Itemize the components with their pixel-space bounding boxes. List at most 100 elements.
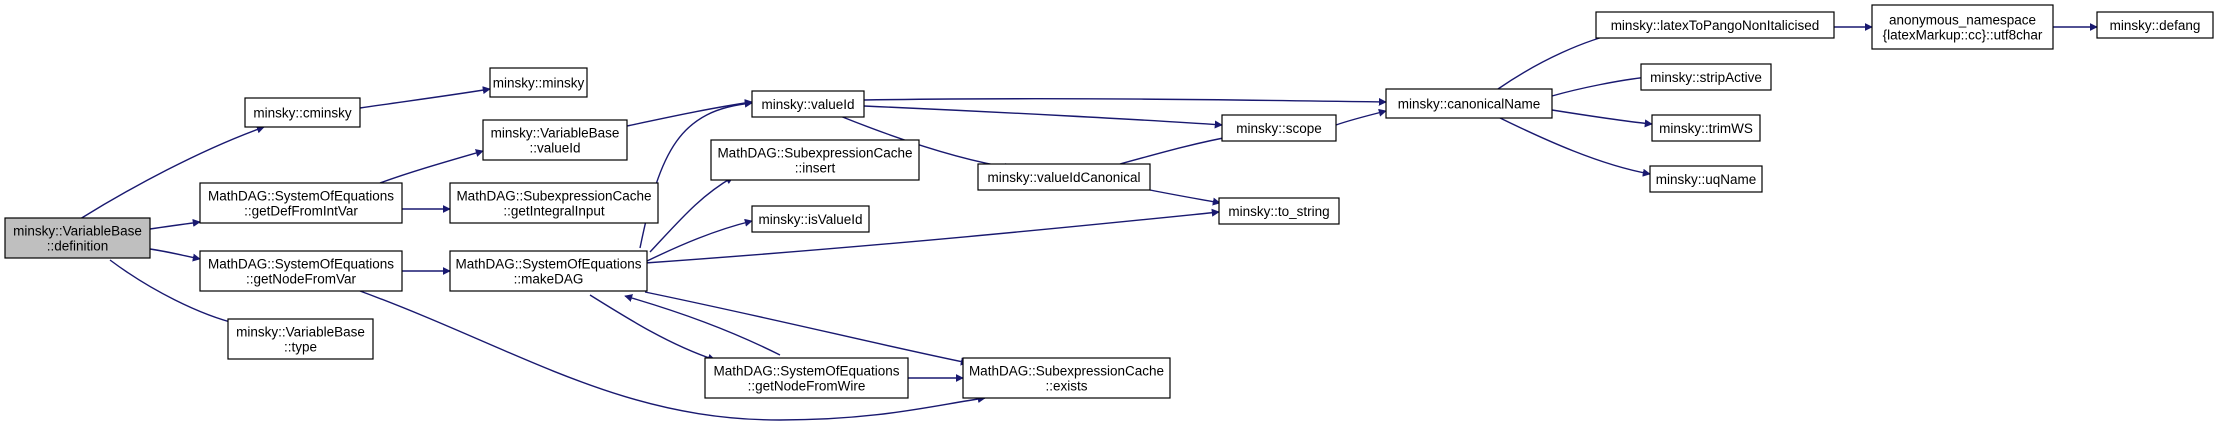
edge-valueIdCanonical-to_string (1149, 189, 1221, 206)
node-stripActive[interactable]: minsky::stripActive (1640, 63, 1772, 91)
node-box (449, 250, 648, 292)
node-label: ::getNodeFromVar (246, 272, 357, 287)
node-vb-definition[interactable]: minsky::VariableBase::definition (4, 217, 151, 259)
edge-canonicalName-stripActive (1551, 73, 1649, 97)
node-box (227, 318, 374, 360)
edge-definition-getNodeFromVar (149, 248, 201, 262)
node-box (1649, 165, 1763, 193)
node-box (4, 217, 151, 259)
node-label: minsky::VariableBase (491, 126, 620, 141)
node-valueId[interactable]: minsky::valueId (751, 90, 865, 118)
node-box (482, 119, 628, 161)
node-getNodeFromWire[interactable]: MathDAG::SystemOfEquations::getNodeFromW… (704, 357, 909, 399)
node-box (1595, 11, 1835, 39)
node-label: minsky::scope (1236, 121, 1322, 136)
edge-makeDAG-isValueId (644, 218, 753, 263)
node-canonicalName[interactable]: minsky::canonicalName (1385, 88, 1553, 119)
node-scope[interactable]: minsky::scope (1221, 114, 1337, 142)
node-label: MathDAG::SubexpressionCache (456, 189, 651, 204)
node-label: ::type (284, 340, 317, 355)
edge-getNodeFromVar-sc_exists (359, 290, 986, 421)
edge-makeDAG-to_string (644, 208, 1220, 264)
edge-scope-canonicalName (1335, 108, 1387, 126)
node-box (710, 139, 920, 181)
node-label: minsky::stripActive (1650, 70, 1762, 85)
edge-makeDAG-sc_exists (644, 291, 969, 366)
node-vb-valueId[interactable]: minsky::VariableBase::valueId (482, 119, 628, 161)
edge-canonicalName-trimWS (1551, 109, 1653, 128)
node-label: minsky::cminsky (253, 106, 352, 121)
node-box (751, 205, 870, 233)
edge-definition-cminsky (79, 125, 265, 220)
node-box (449, 182, 659, 224)
node-box (199, 182, 403, 224)
node-label: MathDAG::SystemOfEquations (208, 257, 394, 272)
node-label: ::insert (795, 161, 836, 176)
node-label: minsky::uqName (1656, 172, 1757, 187)
node-box (1871, 4, 2054, 50)
node-sc-insert[interactable]: MathDAG::SubexpressionCache::insert (710, 139, 920, 181)
node-label: MathDAG::SystemOfEquations (208, 189, 394, 204)
node-box (1221, 114, 1337, 142)
node-cminsky[interactable]: minsky::cminsky (244, 97, 361, 128)
node-label: minsky::minsky (493, 76, 585, 91)
node-box (977, 163, 1151, 191)
node-box (704, 357, 909, 399)
node-label: minsky::VariableBase (13, 224, 142, 239)
node-to-string[interactable]: minsky::to_string (1218, 197, 1340, 225)
node-label: minsky::defang (2110, 18, 2201, 33)
node-uqName[interactable]: minsky::uqName (1649, 165, 1763, 193)
node-trimWS[interactable]: minsky::trimWS (1651, 114, 1761, 142)
edge-getDefFromIntVar-vb_valueId (379, 149, 484, 184)
edge-valueId-scope (863, 105, 1223, 129)
node-label: minsky::latexToPangoNonItalicised (1611, 18, 1820, 33)
node-box (199, 250, 403, 292)
edge-vb_valueId-valueId (626, 99, 753, 127)
node-label: minsky::isValueId (758, 212, 862, 227)
node-label: anonymous_namespace (1889, 13, 2036, 28)
node-label: ::getIntegralInput (503, 204, 605, 219)
node-box (1218, 197, 1340, 225)
node-label: MathDAG::SubexpressionCache (717, 146, 912, 161)
edge-getNodeFromWire-makeDAG (624, 294, 781, 356)
node-box (1651, 114, 1761, 142)
node-minsky[interactable]: minsky::minsky (489, 67, 588, 98)
node-label: minsky::canonicalName (1398, 97, 1541, 112)
node-box (2096, 11, 2214, 39)
node-label: ::exists (1045, 379, 1087, 394)
node-vb-type[interactable]: minsky::VariableBase::type (227, 318, 374, 360)
edge-makeDAG-sc_insert (649, 176, 734, 253)
node-latexToPango[interactable]: minsky::latexToPangoNonItalicised (1595, 11, 1835, 39)
node-label: minsky::to_string (1228, 204, 1329, 219)
node-valueIdCanonical[interactable]: minsky::valueIdCanonical (977, 163, 1151, 191)
node-label: ::getDefFromIntVar (244, 204, 358, 219)
edge-cminsky-minsky (359, 86, 491, 109)
node-label: {latexMarkup::cc}::utf8char (1883, 28, 2043, 43)
node-label: minsky::valueIdCanonical (987, 170, 1140, 185)
node-label: minsky::valueId (761, 97, 854, 112)
node-label: MathDAG::SystemOfEquations (713, 364, 899, 379)
node-defang[interactable]: minsky::defang (2096, 11, 2214, 39)
node-getDefFromIntVar[interactable]: MathDAG::SystemOfEquations::getDefFromIn… (199, 182, 403, 224)
node-label: ::definition (47, 239, 109, 254)
edge-definition-getDefFromIntVar (149, 218, 201, 230)
node-utf8char[interactable]: anonymous_namespace{latexMarkup::cc}::ut… (1871, 4, 2054, 50)
node-box (489, 67, 588, 98)
node-label: MathDAG::SystemOfEquations (455, 257, 641, 272)
node-box (1385, 88, 1553, 119)
node-sc-exists[interactable]: MathDAG::SubexpressionCache::exists (962, 357, 1171, 399)
node-isValueId[interactable]: minsky::isValueId (751, 205, 870, 233)
node-box (751, 90, 865, 118)
edge-definition-vb_type (109, 259, 239, 327)
node-label: minsky::VariableBase (236, 325, 365, 340)
edge-canonicalName-latexToPango (1497, 29, 1623, 90)
node-label: ::getNodeFromWire (748, 379, 866, 394)
node-getIntegralInput[interactable]: MathDAG::SubexpressionCache::getIntegral… (449, 182, 659, 224)
node-makeDAG[interactable]: MathDAG::SystemOfEquations::makeDAG (449, 250, 648, 292)
edge-valueIdCanonical-scope (1119, 133, 1235, 165)
node-label: ::valueId (529, 141, 580, 156)
node-getNodeFromVar[interactable]: MathDAG::SystemOfEquations::getNodeFromV… (199, 250, 403, 292)
node-box (1640, 63, 1772, 91)
node-label: MathDAG::SubexpressionCache (969, 364, 1164, 379)
edge-canonicalName-uqName (1497, 116, 1651, 177)
